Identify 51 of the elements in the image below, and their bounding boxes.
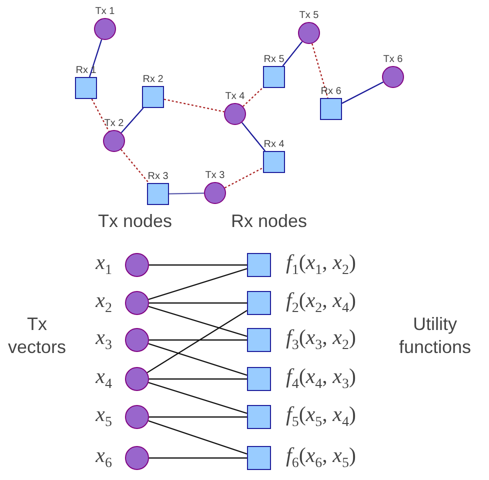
group-label: Tx nodes — [96, 210, 174, 233]
group-label: Rx nodes — [230, 210, 308, 233]
dotted-link — [242, 87, 264, 107]
node-label: Rx 5 — [264, 53, 284, 66]
link-line — [146, 310, 248, 374]
link-line — [149, 264, 247, 266]
variable-label: x$_{3}$ — [94, 325, 112, 355]
variable-label: x$_{5}$ — [94, 402, 112, 432]
variable-label: x$_{2}$ — [94, 288, 112, 318]
link-line — [148, 306, 248, 337]
node-label: Tx 1 — [95, 5, 115, 18]
node-label: Tx 4 — [225, 90, 245, 103]
link-line — [149, 339, 247, 341]
group-label: Tx vectors — [6, 313, 68, 360]
function-label: f$_{2}$(x$_{2}$, x$_{4}$) — [286, 288, 356, 318]
function-label: f$_{5}$(x$_{5}$, x$_{4}$) — [286, 402, 356, 432]
link-line — [342, 82, 384, 104]
node-label: Tx 2 — [104, 117, 124, 130]
variable-label: x$_{6}$ — [94, 443, 112, 473]
variable-label: x$_{1}$ — [94, 250, 112, 280]
link-line — [241, 122, 266, 152]
node-label: Tx 3 — [205, 169, 225, 182]
node-label: Rx 4 — [264, 138, 284, 151]
dotted-link — [164, 98, 224, 112]
link-line — [149, 416, 247, 418]
variable-label: x$_{4}$ — [94, 364, 112, 394]
function-label: f$_{3}$(x$_{3}$, x$_{2}$) — [286, 325, 356, 355]
node-label: Rx 3 — [148, 170, 168, 183]
node-label: Tx 6 — [383, 53, 403, 66]
link-line — [148, 420, 248, 455]
link-line — [88, 39, 102, 78]
group-label: Utility functions — [398, 313, 472, 360]
dotted-link — [120, 149, 150, 184]
node-label: Rx 1 — [76, 64, 96, 77]
link-line — [168, 192, 204, 194]
function-label: f$_{4}$(x$_{4}$, x$_{3}$) — [286, 364, 356, 394]
dotted-link — [311, 43, 328, 98]
node-label: Rx 6 — [320, 85, 342, 98]
node-label: Rx 2 — [142, 73, 164, 86]
link-line — [149, 302, 247, 304]
link-line — [282, 41, 303, 66]
link-line — [149, 457, 247, 459]
link-line — [148, 382, 248, 414]
dotted-link — [224, 167, 264, 188]
link-line — [120, 108, 144, 134]
link-line — [148, 268, 248, 300]
node-label: Tx 5 — [299, 9, 319, 22]
dotted-link — [91, 98, 110, 132]
function-label: f$_{6}$(x$_{6}$, x$_{5}$) — [286, 443, 356, 473]
link-line — [148, 343, 248, 376]
function-label: f$_{1}$(x$_{1}$, x$_{2}$) — [286, 250, 356, 280]
